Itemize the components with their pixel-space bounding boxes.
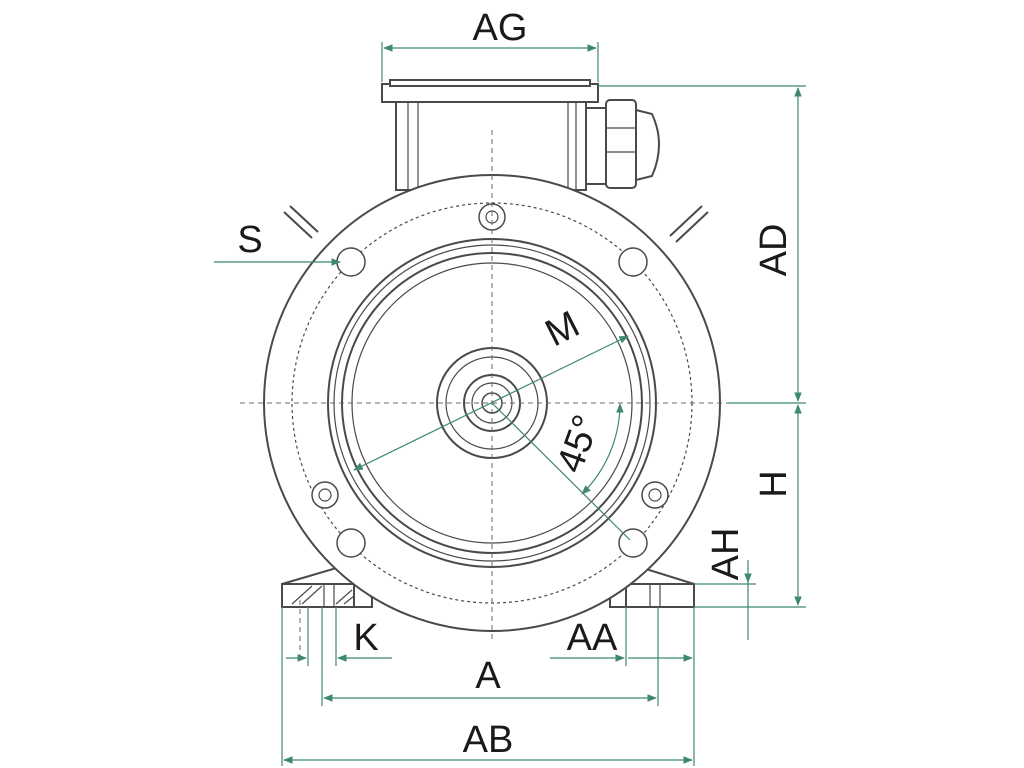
- label-s: S: [237, 219, 262, 261]
- angle-leg: [491, 402, 631, 541]
- label-ab: AB: [463, 719, 514, 761]
- dimension-labels: AG S M 45° AD H AH K AA A AB: [237, 7, 795, 761]
- label-aa: AA: [567, 617, 618, 659]
- label-ag: AG: [473, 7, 528, 49]
- label-ad: AD: [753, 224, 795, 277]
- fin-right: [669, 205, 703, 237]
- screw: [478, 203, 506, 231]
- bolt-hole: [618, 247, 648, 277]
- m-dimension-line: [353, 335, 629, 471]
- fin-left-inner: [289, 205, 319, 233]
- angle-arc: [581, 403, 624, 495]
- bolt-hole: [336, 247, 366, 277]
- fin-right-inner: [675, 211, 709, 243]
- screw: [641, 481, 669, 509]
- dimension-lines: [214, 42, 806, 766]
- screw-head: [318, 488, 332, 502]
- screw: [311, 481, 339, 509]
- screw-head: [648, 488, 662, 502]
- label-ah: AH: [705, 528, 747, 581]
- label-h: H: [753, 470, 795, 497]
- flange-bolt-holes: [336, 247, 648, 558]
- terminal-box: [381, 79, 599, 191]
- label-a: A: [475, 655, 501, 697]
- bolt-hole: [336, 528, 366, 558]
- housing-screws: [311, 203, 669, 509]
- cable-gland: [585, 99, 660, 189]
- label-k: K: [353, 617, 378, 659]
- fin-left: [283, 211, 313, 239]
